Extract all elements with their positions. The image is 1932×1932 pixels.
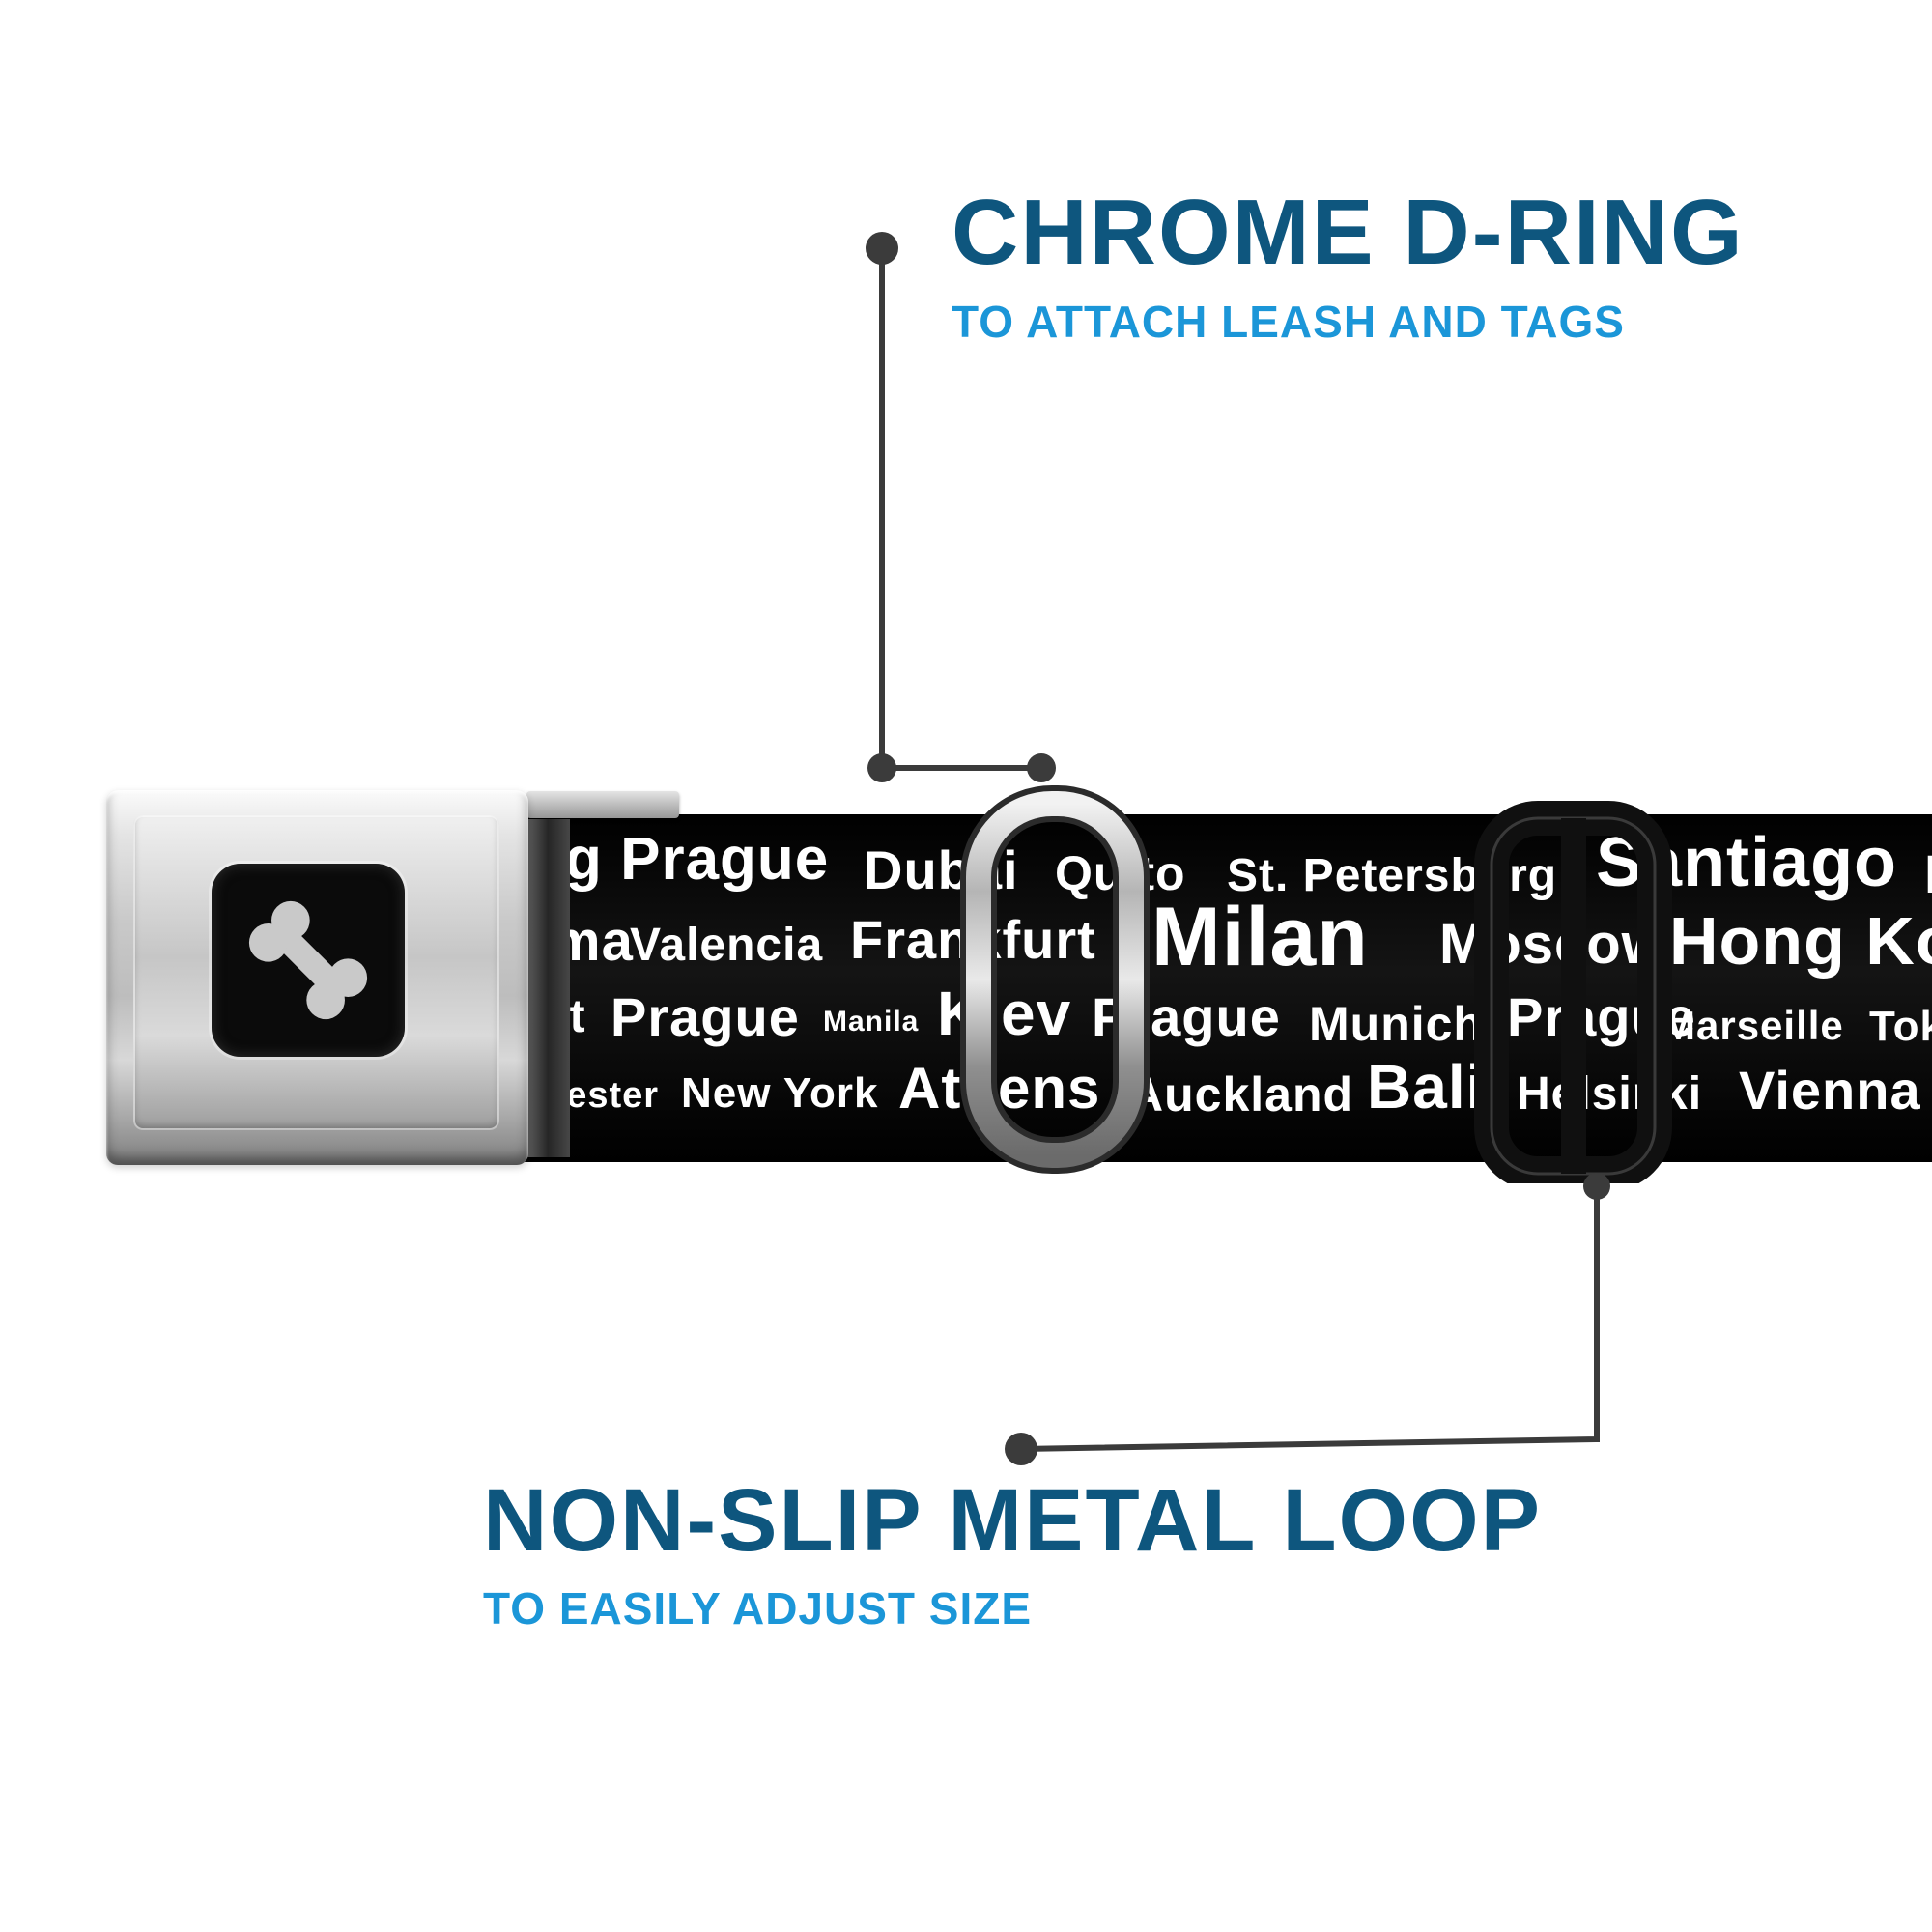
callout-bottom-title: NON-SLIP METAL LOOP xyxy=(483,1471,1543,1570)
connector-dot xyxy=(1005,1433,1037,1465)
city-text: Marseille xyxy=(1662,1003,1844,1048)
city-text: Bali xyxy=(1367,1052,1485,1122)
city-text: Manila xyxy=(823,1006,920,1037)
city-text: Milan xyxy=(1151,891,1369,983)
buckle-tongue xyxy=(526,791,679,818)
callout-bottom-subtitle: TO EASILY ADJUST SIZE xyxy=(483,1582,1033,1634)
city-text: Auckland xyxy=(1128,1067,1354,1122)
connector-dot xyxy=(866,232,898,265)
buckle-center-button xyxy=(212,864,405,1057)
city-text: g Prague xyxy=(565,826,830,893)
city-text: New York xyxy=(681,1069,879,1117)
callout-top: CHROME D-RING TO ATTACH LEASH AND TAGS xyxy=(952,185,1745,348)
city-text: Munich xyxy=(1309,997,1484,1051)
city-text: Kiev xyxy=(937,979,1072,1048)
city-text: Valencia xyxy=(630,920,824,971)
connector-dot xyxy=(1027,753,1056,782)
city-text: Hong Kong xyxy=(1669,903,1932,979)
d-ring xyxy=(960,785,1150,1174)
callout-connector-bottom xyxy=(1005,1173,1610,1465)
city-text: Pa xyxy=(1924,847,1932,901)
d-ring-chrome xyxy=(966,791,1144,1168)
city-text: Tokyo xyxy=(1869,1003,1932,1050)
connector-dot xyxy=(867,753,896,782)
connector-line-bottom xyxy=(1020,1186,1600,1452)
callout-top-title: CHROME D-RING xyxy=(952,181,1745,284)
adjuster-loop xyxy=(1474,801,1672,1183)
callout-top-subtitle: TO ATTACH LEASH AND TAGS xyxy=(952,296,1625,347)
dog-bone-icon xyxy=(248,900,368,1020)
buckle-hinge xyxy=(522,819,570,1157)
seatbelt-buckle xyxy=(106,790,528,1165)
d-ring-outline xyxy=(960,785,1150,1174)
city-text: Vienna xyxy=(1739,1060,1921,1121)
adjuster-center-bar xyxy=(1561,818,1586,1174)
city-text: Prague xyxy=(611,986,800,1047)
callout-bottom: NON-SLIP METAL LOOP TO EASILY ADJUST SIZ… xyxy=(483,1471,1543,1634)
